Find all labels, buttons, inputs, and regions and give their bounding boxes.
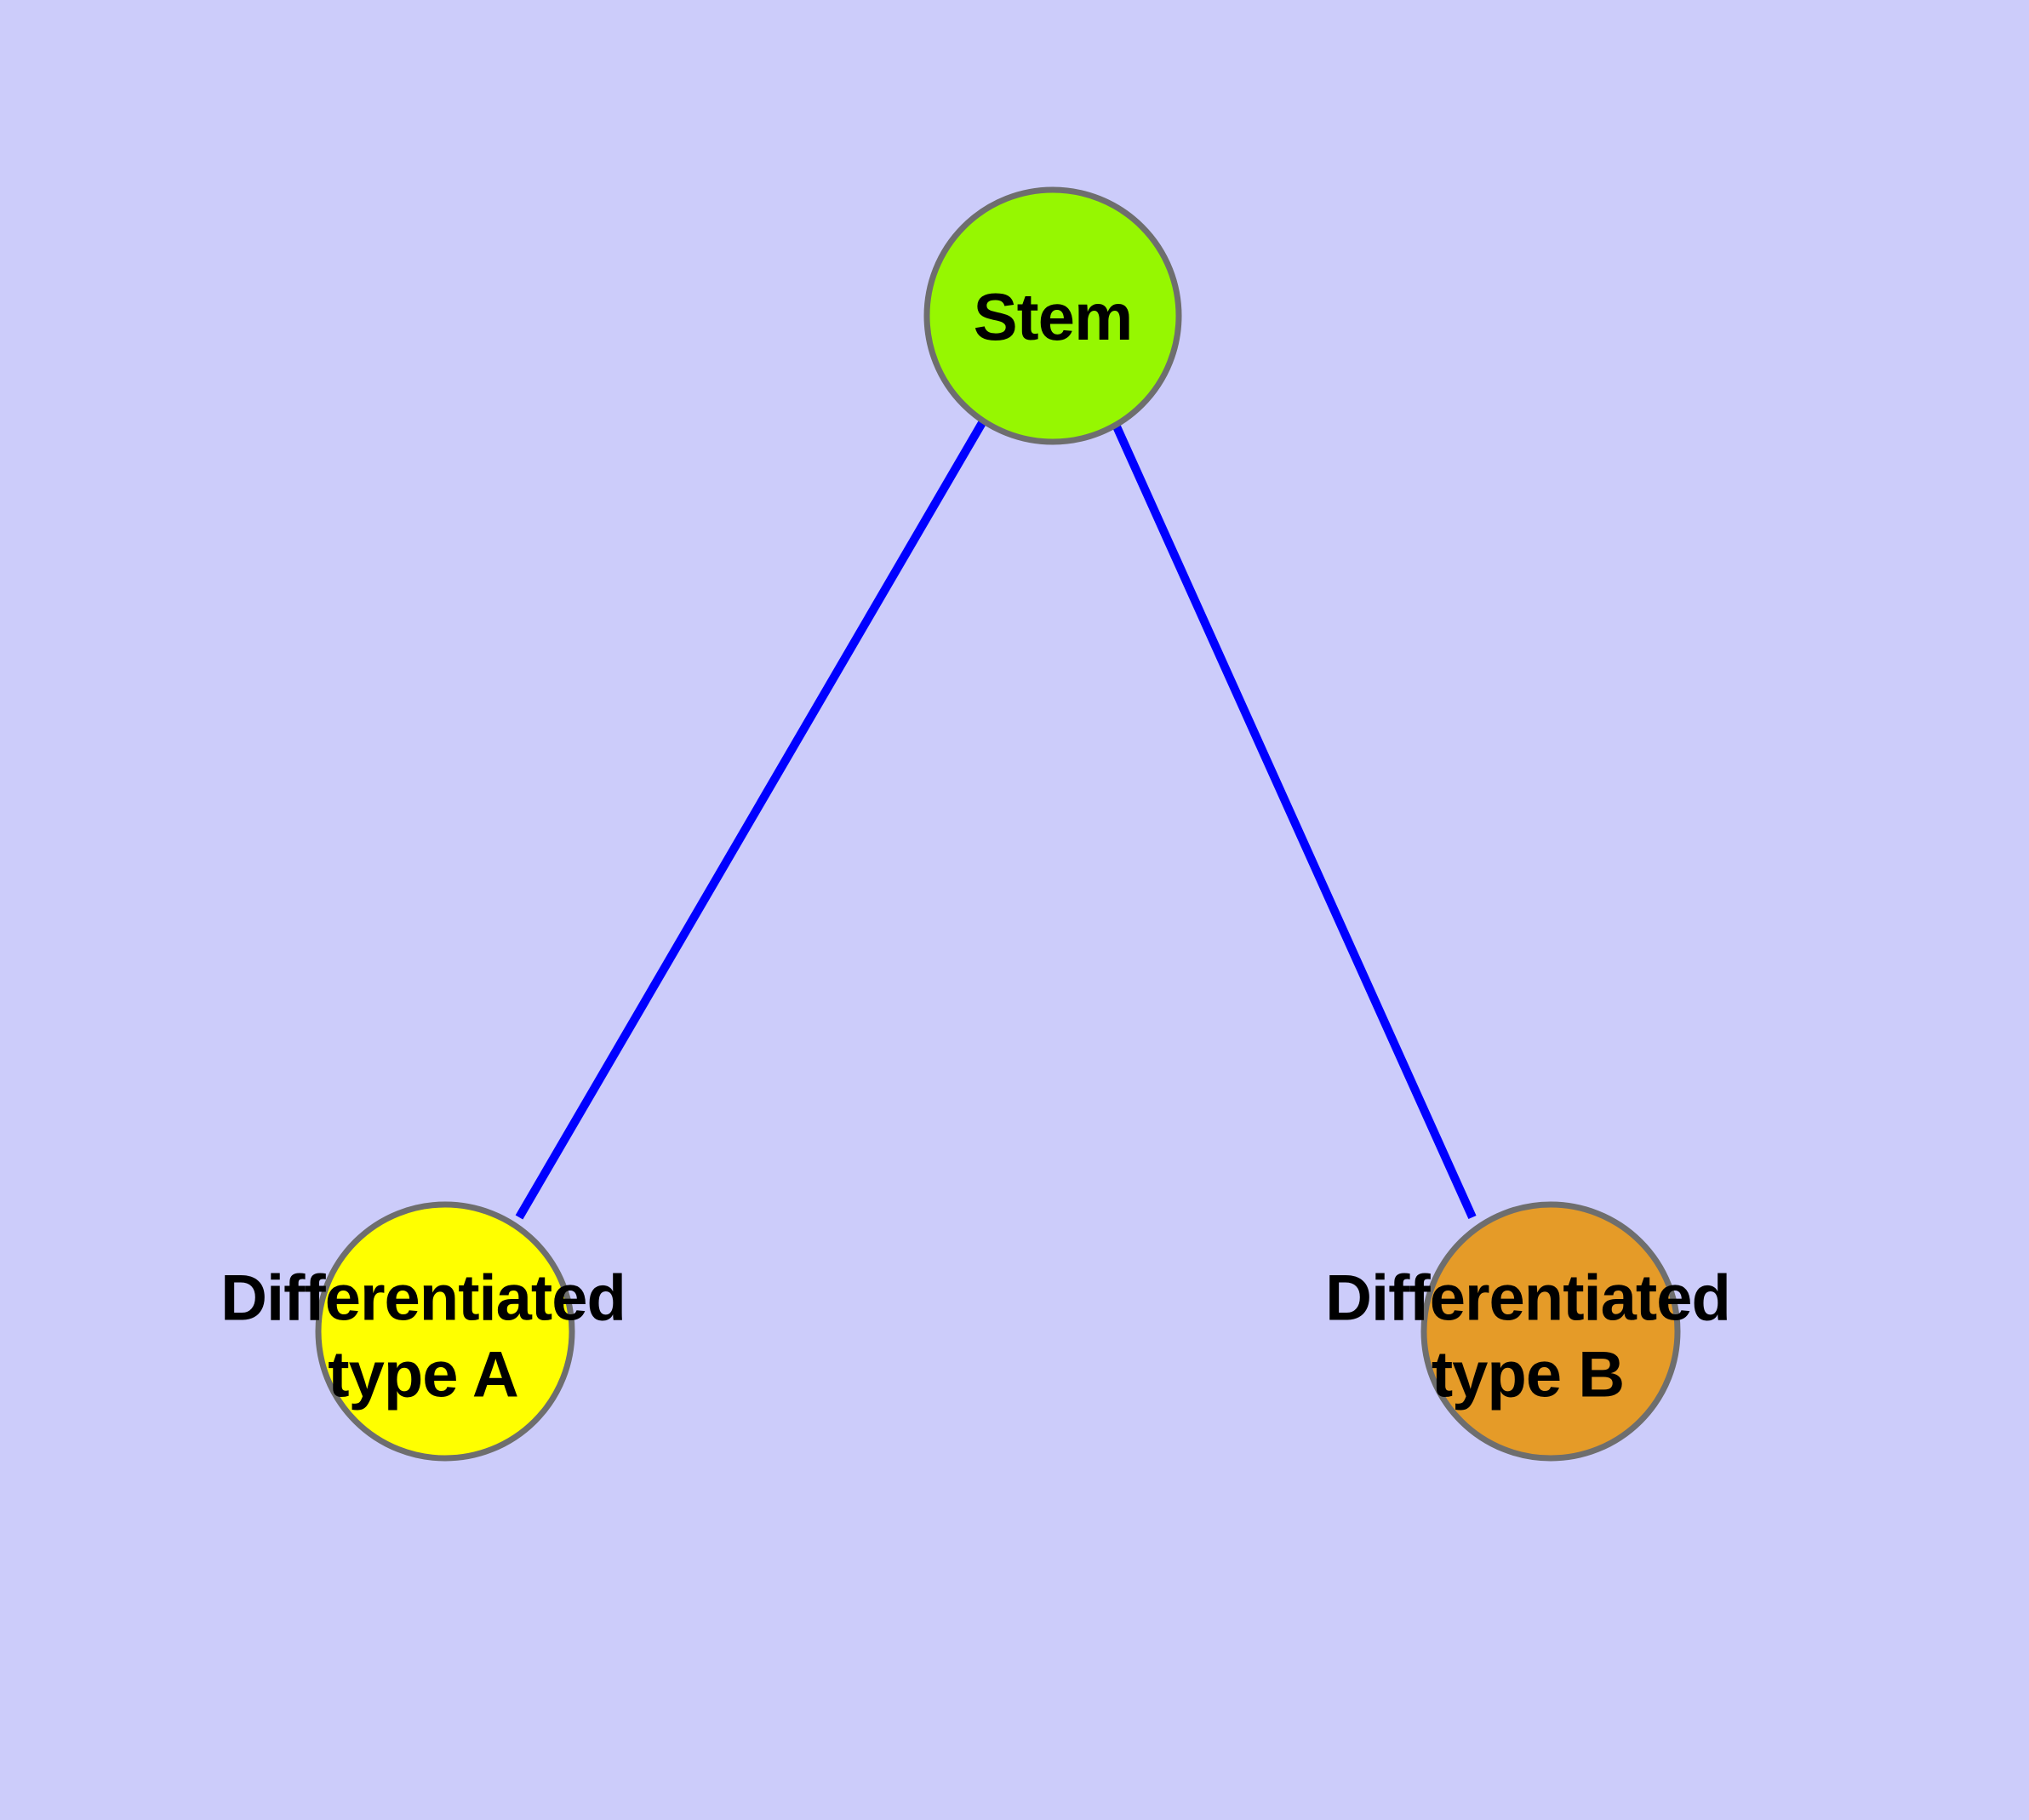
node-stem[interactable] [923,186,1182,445]
edge-stem-to-diff-a[interactable] [515,419,987,1220]
edge-layer [515,415,1477,1220]
node-layer [315,186,1681,1462]
node-differentiated-type-b[interactable] [1420,1201,1681,1462]
node-differentiated-type-a[interactable] [315,1201,575,1462]
edge-stem-to-diff-b[interactable] [1108,415,1477,1220]
